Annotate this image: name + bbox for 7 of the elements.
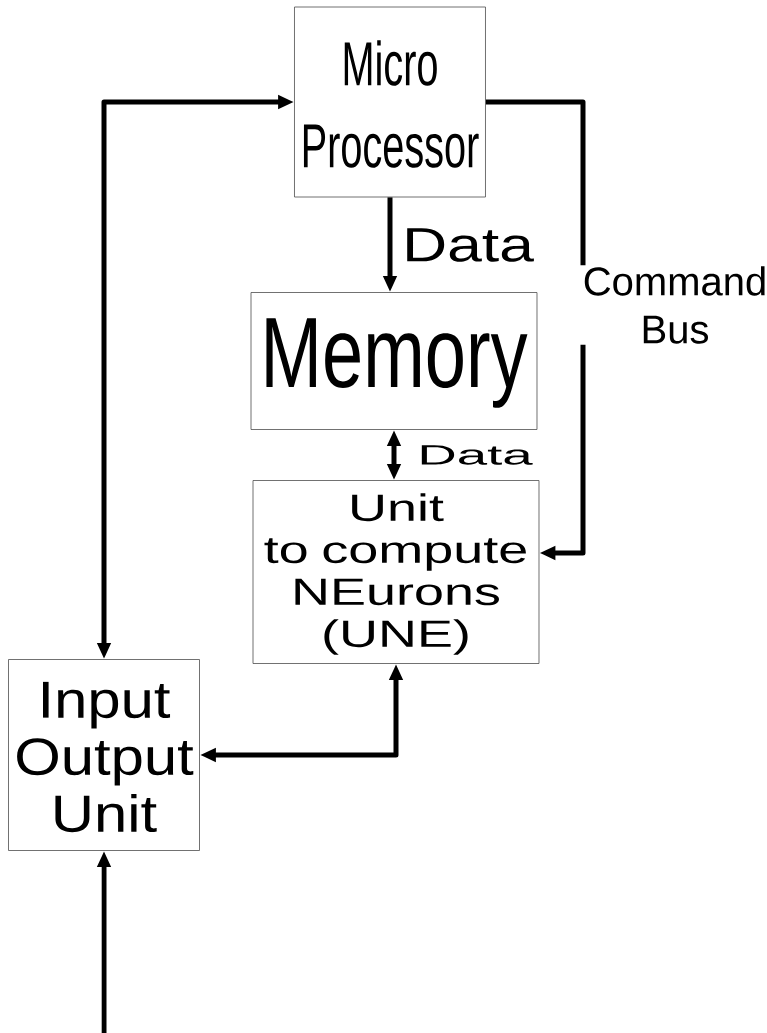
edge-label: Command Bus (579, 265, 767, 345)
process-box: Input Output Unit (8, 659, 200, 851)
edge-label: Data (413, 444, 537, 466)
process-box: Memory (250, 292, 538, 430)
process-box: Micro Processor (294, 6, 486, 198)
process-box: Unit to compute NEurons (UNE) (252, 480, 540, 664)
edge-label: Data (398, 227, 538, 263)
